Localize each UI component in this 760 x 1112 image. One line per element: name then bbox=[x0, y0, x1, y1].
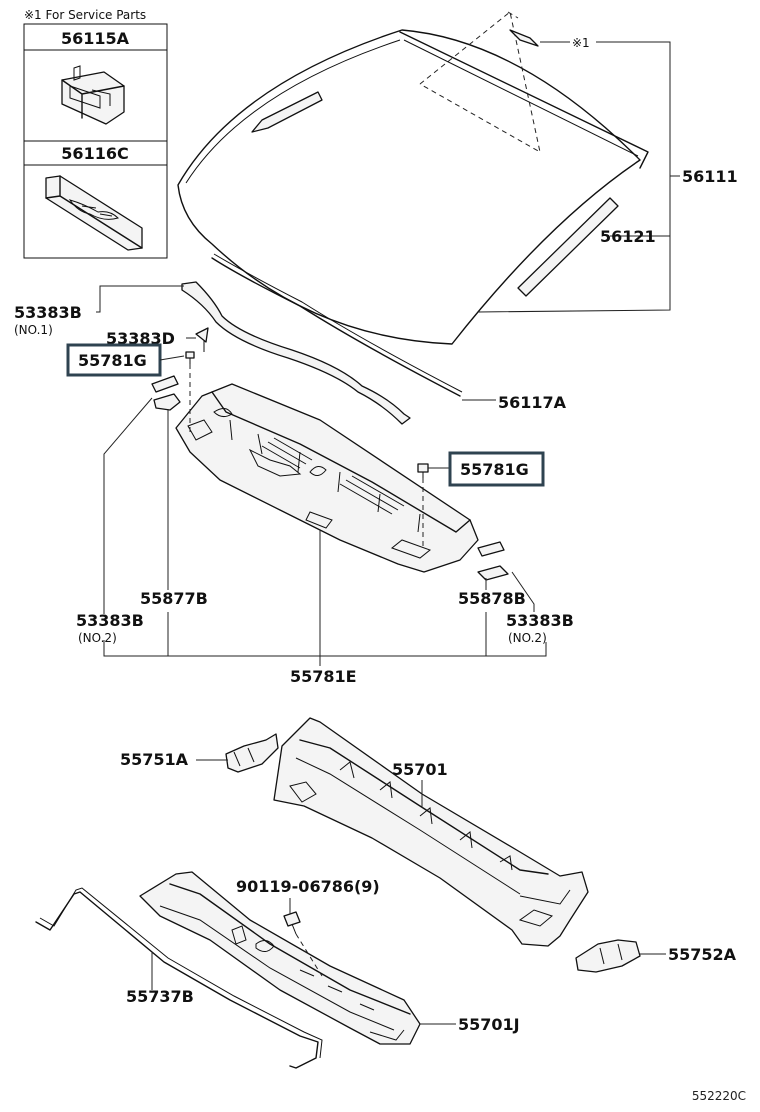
leader-lines bbox=[96, 41, 680, 1025]
windshield-glass-56111 bbox=[177, 11, 649, 345]
cowl-55701 bbox=[273, 717, 589, 947]
clip-55781G-left bbox=[185, 351, 195, 434]
label-55701: 55701 bbox=[392, 760, 448, 779]
clip-55781G-right bbox=[417, 463, 429, 550]
cowl-panel-55781E bbox=[175, 383, 479, 573]
lower-molding-56117A bbox=[211, 253, 463, 397]
label-56121: 56121 bbox=[600, 227, 656, 246]
bolt-90119 bbox=[283, 911, 323, 977]
label-53383D: 53383D bbox=[106, 329, 175, 348]
hose-55737B bbox=[35, 887, 323, 1069]
service-parts-note: ※1 For Service Parts bbox=[24, 8, 146, 22]
ref-mark-label: ※1 bbox=[572, 36, 590, 50]
label-55752A: 55752A bbox=[668, 945, 737, 964]
label-56111: 56111 bbox=[682, 167, 738, 186]
part-labels: ※1 56111 56121 53383B (NO.1) 53383D 5578… bbox=[14, 36, 746, 1103]
highlight-55781G-left bbox=[66, 343, 162, 377]
bracket-55878B bbox=[477, 541, 509, 581]
label-55878B: 55878B bbox=[458, 589, 526, 608]
label-90119: 90119-06786(9) bbox=[236, 877, 380, 896]
bracket-55751A bbox=[225, 733, 279, 773]
label-53383B-no1-sub: (NO.1) bbox=[14, 323, 53, 337]
label-55877B: 55877B bbox=[140, 589, 208, 608]
label-53383B-left-sub: (NO.2) bbox=[78, 631, 117, 645]
label-55751A: 55751A bbox=[120, 750, 189, 769]
clip-56115A-drawing bbox=[61, 65, 125, 125]
bracket-55752A bbox=[575, 939, 641, 973]
service-parts-inset: 56115A 56116C bbox=[23, 23, 168, 259]
bracket-55877B bbox=[151, 375, 181, 411]
clip-56116C-drawing bbox=[45, 175, 143, 251]
highlight-55781G-right bbox=[448, 451, 545, 487]
cowl-panel-55701J bbox=[139, 871, 421, 1045]
label-53383B-right-sub: (NO.2) bbox=[508, 631, 547, 645]
service-part-56115A: 56115A bbox=[61, 29, 130, 48]
label-53383B-left: 53383B bbox=[76, 611, 144, 630]
diagram-code: 552220C bbox=[692, 1089, 746, 1103]
label-56117A: 56117A bbox=[498, 393, 567, 412]
seal-53383B-no1 bbox=[181, 281, 411, 425]
label-53383B-right: 53383B bbox=[506, 611, 574, 630]
label-53383B-no1: 53383B bbox=[14, 303, 82, 322]
service-part-56116C: 56116C bbox=[61, 144, 128, 163]
clip-53383D bbox=[195, 327, 209, 352]
label-55701J: 55701J bbox=[458, 1015, 520, 1034]
label-55781G-right: 55781G bbox=[460, 460, 529, 479]
label-55737B: 55737B bbox=[126, 987, 194, 1006]
side-molding-56121 bbox=[517, 197, 619, 297]
label-55781G-left: 55781G bbox=[78, 351, 147, 370]
label-55781E: 55781E bbox=[290, 667, 357, 686]
